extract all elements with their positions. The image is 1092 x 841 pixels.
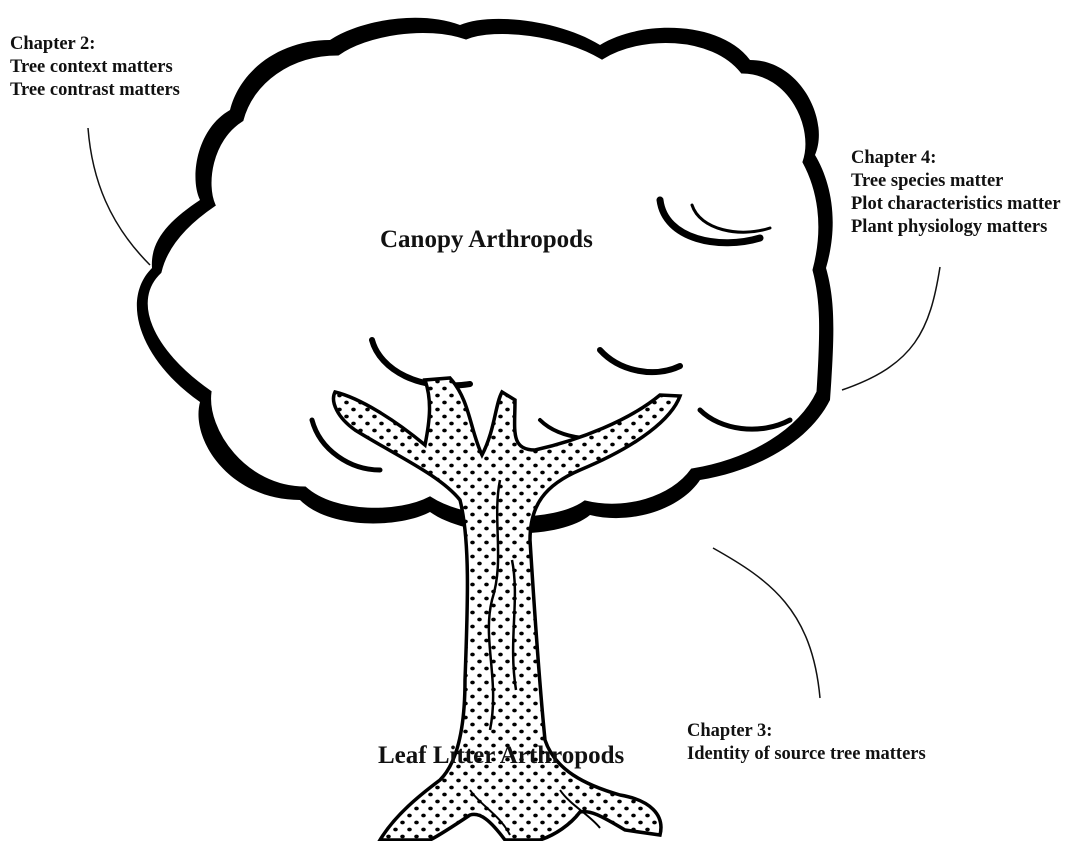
- chapter3-leader: [713, 548, 820, 698]
- chapter4-title: Chapter 4:: [851, 147, 1061, 170]
- chapter3-title: Chapter 3:: [687, 720, 926, 743]
- chapter4-line: Plant physiology matters: [851, 216, 1061, 239]
- chapter2-title: Chapter 2:: [10, 33, 180, 56]
- chapter3-line: Identity of source tree matters: [687, 743, 926, 766]
- chapter2-line: Tree contrast matters: [10, 79, 180, 102]
- chapter4-note: Chapter 4: Tree species matter Plot char…: [851, 147, 1061, 240]
- chapter2-line: Tree context matters: [10, 56, 180, 79]
- chapter3-note: Chapter 3: Identity of source tree matte…: [687, 720, 926, 766]
- canopy-arthropods-label: Canopy Arthropods: [380, 226, 593, 254]
- chapter2-leader: [88, 128, 150, 265]
- chapter4-leader: [842, 267, 940, 390]
- chapter2-note: Chapter 2: Tree context matters Tree con…: [10, 33, 180, 102]
- leaf-litter-arthropods-label: Leaf Litter Arthropods: [378, 742, 624, 770]
- tree-trunk: [334, 378, 680, 840]
- canopy-cloud: [146, 31, 820, 518]
- chapter4-line: Tree species matter: [851, 170, 1061, 193]
- chapter4-line: Plot characteristics matter: [851, 193, 1061, 216]
